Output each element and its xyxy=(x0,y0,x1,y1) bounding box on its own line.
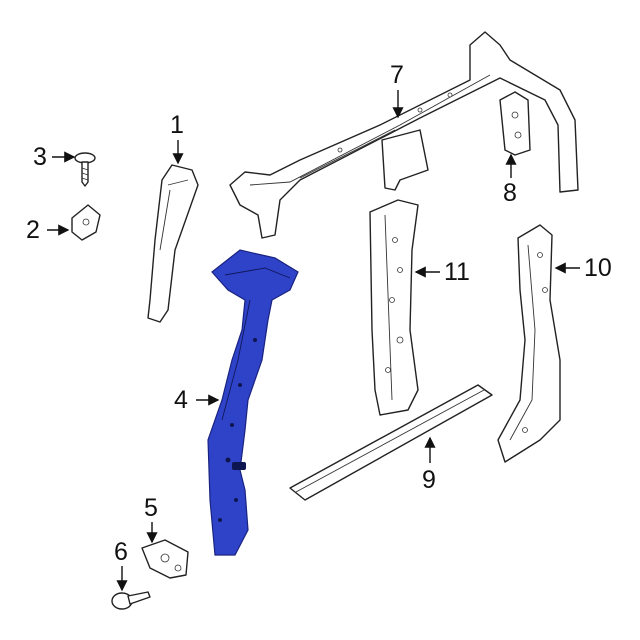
callout-9: 9 xyxy=(422,466,436,494)
part-8-bracket xyxy=(499,91,531,156)
part-6-bolt xyxy=(111,591,151,610)
callout-6: 6 xyxy=(114,538,128,566)
callout-5: 5 xyxy=(144,494,158,522)
callout-11: 11 xyxy=(444,258,470,286)
callout-2: 2 xyxy=(26,216,40,244)
callout-4: 4 xyxy=(174,386,188,414)
callout-3: 3 xyxy=(33,143,47,171)
part-2-clip xyxy=(71,204,101,241)
callout-7: 7 xyxy=(390,61,404,89)
callout-8: 8 xyxy=(503,179,517,207)
part-4-b-pillar-reinforcement xyxy=(207,249,299,556)
callout-1: 1 xyxy=(170,111,184,139)
part-9-rocker xyxy=(289,384,493,501)
part-10-rear-pillar xyxy=(497,224,561,463)
part-3-bolt xyxy=(74,152,96,187)
part-11-inner-pillar xyxy=(369,199,419,416)
part-5-bracket xyxy=(141,539,189,579)
callout-10: 10 xyxy=(584,254,612,282)
part-1-pillar-trim xyxy=(147,164,199,323)
leader-lines xyxy=(47,90,580,592)
part-7-roof-rail xyxy=(229,31,579,239)
